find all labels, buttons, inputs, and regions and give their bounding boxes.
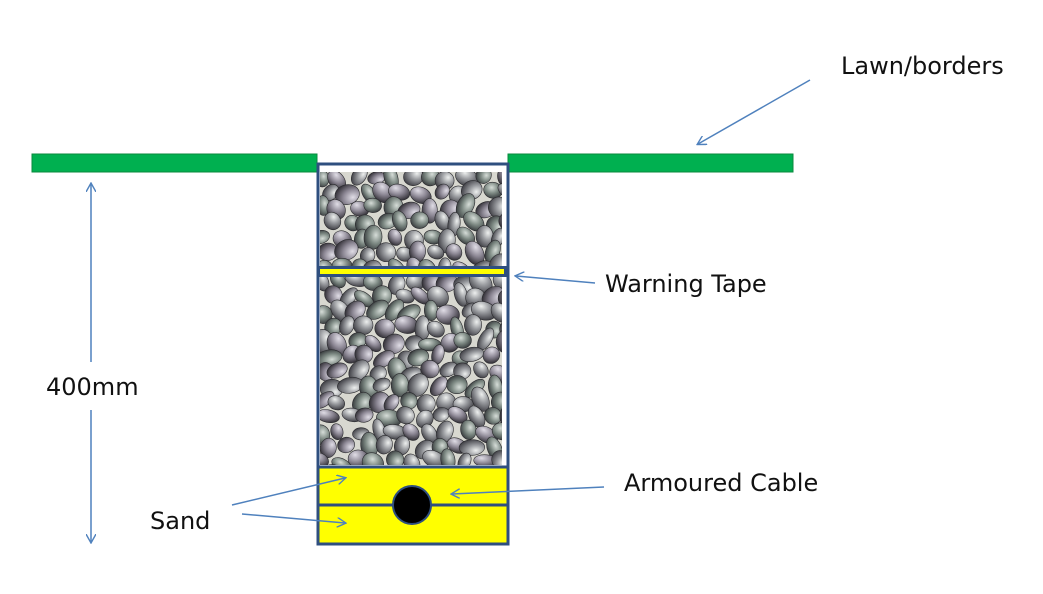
lawn-label: Lawn/borders: [841, 52, 1004, 80]
gravel-stone: [327, 395, 346, 411]
cable-arrow: [452, 486, 605, 494]
gravel-stone: [320, 259, 334, 266]
trench-outline: [316, 162, 510, 546]
gravel-stone: [407, 348, 429, 367]
gravel-stone: [361, 452, 384, 465]
gravel-stone: [388, 258, 408, 266]
gravel-stone: [452, 261, 472, 266]
gravel-stone: [339, 315, 355, 336]
gravel-stone: [354, 407, 374, 423]
lawn-strip-left: [31, 153, 318, 173]
gravel-stone: [490, 302, 502, 323]
gravel-stone: [501, 245, 521, 266]
sand-arrow-lower: [241, 513, 345, 523]
depth-label: 400mm: [46, 373, 139, 401]
armoured-cable: [392, 485, 432, 525]
gravel-stone: [372, 377, 391, 392]
gravel-stone: [482, 346, 501, 364]
gravel-stone: [473, 361, 489, 379]
gravel-stone: [429, 376, 448, 397]
gravel-stone: [330, 277, 346, 289]
gravel-stone: [334, 184, 360, 205]
gravel-stone: [497, 172, 502, 188]
gravel-stone: [437, 257, 452, 266]
gravel-stone: [320, 409, 340, 423]
gravel-stone: [331, 457, 352, 465]
gravel-stone: [387, 228, 403, 246]
lawn-strip-right: [507, 153, 794, 173]
gravel-stone: [491, 450, 502, 465]
gravel-stone: [386, 450, 405, 465]
gravel-stone: [410, 211, 429, 229]
gravel-stone: [499, 319, 502, 337]
warning-tape-arrow: [516, 276, 596, 284]
gravel-stone: [320, 229, 330, 245]
gravel-stone: [499, 402, 502, 427]
gravel-stone: [363, 197, 382, 213]
gravel-stone: [420, 359, 440, 379]
gravel-stone: [382, 333, 405, 355]
armoured-cable-label: Armoured Cable: [624, 469, 819, 497]
gravel-stone: [375, 242, 397, 263]
gravel-stone: [320, 452, 329, 465]
gravel-stone: [453, 331, 472, 349]
gravel-stone: [320, 305, 333, 324]
gravel-stone: [501, 433, 522, 458]
gravel-stone: [464, 314, 482, 336]
gravel-stone: [434, 183, 450, 200]
gravel-stone: [491, 422, 502, 441]
gravel-stones-top: [320, 172, 521, 266]
gravel-stone: [457, 452, 472, 465]
gravel-stone: [362, 259, 382, 266]
gravel-stone: [484, 407, 502, 425]
gravel-stone: [362, 277, 383, 291]
gravel-stone: [446, 375, 468, 395]
gravel-stone: [418, 259, 437, 266]
gravel-stone: [440, 448, 456, 465]
gravel-stone: [426, 320, 445, 338]
gravel-stone: [483, 181, 502, 199]
gravel-stone: [350, 172, 368, 186]
gravel-stone: [354, 344, 374, 364]
sand-arrow-upper: [231, 478, 345, 506]
gravel-stone: [416, 409, 434, 429]
gravel-stone: [392, 210, 408, 232]
gravel-stone: [495, 329, 502, 354]
gravel-stone: [396, 406, 415, 425]
gravel-stone: [458, 439, 485, 456]
sand-label: Sand: [150, 507, 211, 535]
gravel-stone: [488, 253, 502, 266]
gravel-stone: [427, 244, 445, 260]
warning-tape: [320, 269, 504, 274]
gravel-stone: [497, 183, 502, 201]
gravel-stone: [326, 362, 348, 379]
gravel-stone: [501, 378, 525, 401]
warning-tape-label: Warning Tape: [605, 270, 767, 298]
gravel-stone: [445, 243, 463, 261]
gravel-stone: [330, 423, 344, 441]
gravel-stone: [497, 288, 502, 309]
gravel-stone: [374, 318, 396, 339]
gravel-stone: [400, 392, 418, 410]
gravel-stone: [498, 212, 502, 231]
gravel-stone: [320, 391, 335, 409]
gravel-stone: [323, 211, 342, 231]
gravel-stone: [403, 453, 421, 465]
gravel-stone: [375, 435, 393, 455]
gravel-stone: [334, 239, 359, 261]
gravel-stone: [337, 436, 355, 454]
lawn-arrow: [698, 79, 811, 144]
gravel-stones-main: [320, 277, 525, 465]
